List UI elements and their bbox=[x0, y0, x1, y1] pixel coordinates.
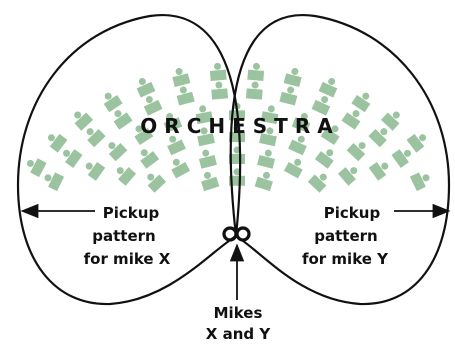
musician-seat-icon bbox=[283, 158, 303, 179]
musician-seat-icon bbox=[247, 62, 265, 81]
musician-seat-icon bbox=[47, 133, 68, 153]
pickup-pattern-x-curve bbox=[16, 14, 242, 306]
musician-seat-icon bbox=[320, 125, 340, 145]
musician-seat-icon bbox=[209, 62, 227, 81]
musician-seat-icon bbox=[380, 111, 400, 131]
musician-seat-icon bbox=[337, 167, 358, 186]
musician-seat-icon bbox=[201, 171, 220, 192]
left-pattern-line3: for mike X bbox=[84, 250, 171, 268]
musician-seat-icon bbox=[103, 92, 123, 113]
musician-seat-icon bbox=[140, 149, 160, 169]
musician-seat-icon bbox=[346, 142, 366, 162]
musician-seat-icon bbox=[86, 128, 106, 148]
left-pattern-line1: Pickup bbox=[103, 204, 160, 222]
musician-seat-icon bbox=[341, 110, 361, 130]
left-pattern-line2: pattern bbox=[92, 227, 155, 245]
musician-seat-icon bbox=[163, 112, 183, 133]
musician-seat-icon bbox=[368, 161, 389, 181]
musician-seat-icon bbox=[211, 81, 229, 100]
musician-seat-icon bbox=[257, 149, 276, 169]
musician-seat-icon bbox=[116, 167, 137, 186]
musician-seat-icon bbox=[259, 127, 277, 147]
musician-seat-icon bbox=[44, 172, 65, 192]
pickup-pattern-y-curve bbox=[229, 14, 451, 306]
right-pattern-line1: Pickup bbox=[324, 204, 381, 222]
musician-seat-icon bbox=[198, 149, 217, 169]
musician-seat-icon bbox=[279, 86, 298, 106]
musician-seat-icon bbox=[291, 112, 311, 133]
musician-seat-icon bbox=[311, 96, 331, 116]
microphone-pair-icon bbox=[222, 226, 251, 242]
musician-seat-icon bbox=[147, 173, 167, 193]
musician-seat-icon bbox=[172, 67, 191, 87]
musician-seat-icon bbox=[318, 77, 338, 98]
musician-seat-icon bbox=[368, 128, 388, 148]
mikes-line2: X and Y bbox=[206, 325, 272, 343]
musician-seat-icon bbox=[288, 135, 307, 156]
musician-seat-icon bbox=[176, 86, 195, 106]
musician-seat-icon bbox=[63, 149, 83, 168]
musician-seat-icon bbox=[260, 105, 279, 125]
musician-seat-icon bbox=[171, 158, 191, 179]
musician-seat-icon bbox=[254, 171, 273, 192]
orchestra-label: ORCHESTRA bbox=[140, 114, 339, 138]
musician-seat-icon bbox=[26, 158, 47, 178]
orchestra-seating bbox=[26, 62, 430, 193]
musician-seat-icon bbox=[409, 172, 430, 192]
right-pattern-line3: for mike Y bbox=[302, 250, 389, 268]
musician-seat-icon bbox=[108, 142, 128, 162]
musician-seat-icon bbox=[351, 92, 371, 113]
musician-seat-icon bbox=[283, 67, 302, 87]
musician-seat-icon bbox=[229, 168, 245, 186]
musician-seat-icon bbox=[136, 77, 156, 98]
right-pattern-line2: pattern bbox=[314, 227, 377, 245]
musician-seat-icon bbox=[134, 125, 154, 145]
musician-seat-icon bbox=[167, 135, 186, 156]
musician-seat-icon bbox=[197, 127, 215, 147]
musician-seat-icon bbox=[314, 149, 334, 169]
musician-seat-icon bbox=[74, 111, 94, 131]
musician-seat-icon bbox=[113, 110, 133, 130]
musician-seat-icon bbox=[229, 146, 245, 164]
musician-seat-icon bbox=[85, 161, 106, 181]
musician-seat-icon bbox=[245, 81, 263, 100]
musician-seat-icon bbox=[195, 105, 214, 125]
musician-seat-icon bbox=[391, 149, 411, 168]
musician-seat-icon bbox=[143, 96, 163, 116]
musician-seat-icon bbox=[406, 133, 427, 153]
musician-seat-icon bbox=[307, 173, 327, 193]
mikes-line1: Mikes bbox=[214, 304, 263, 322]
